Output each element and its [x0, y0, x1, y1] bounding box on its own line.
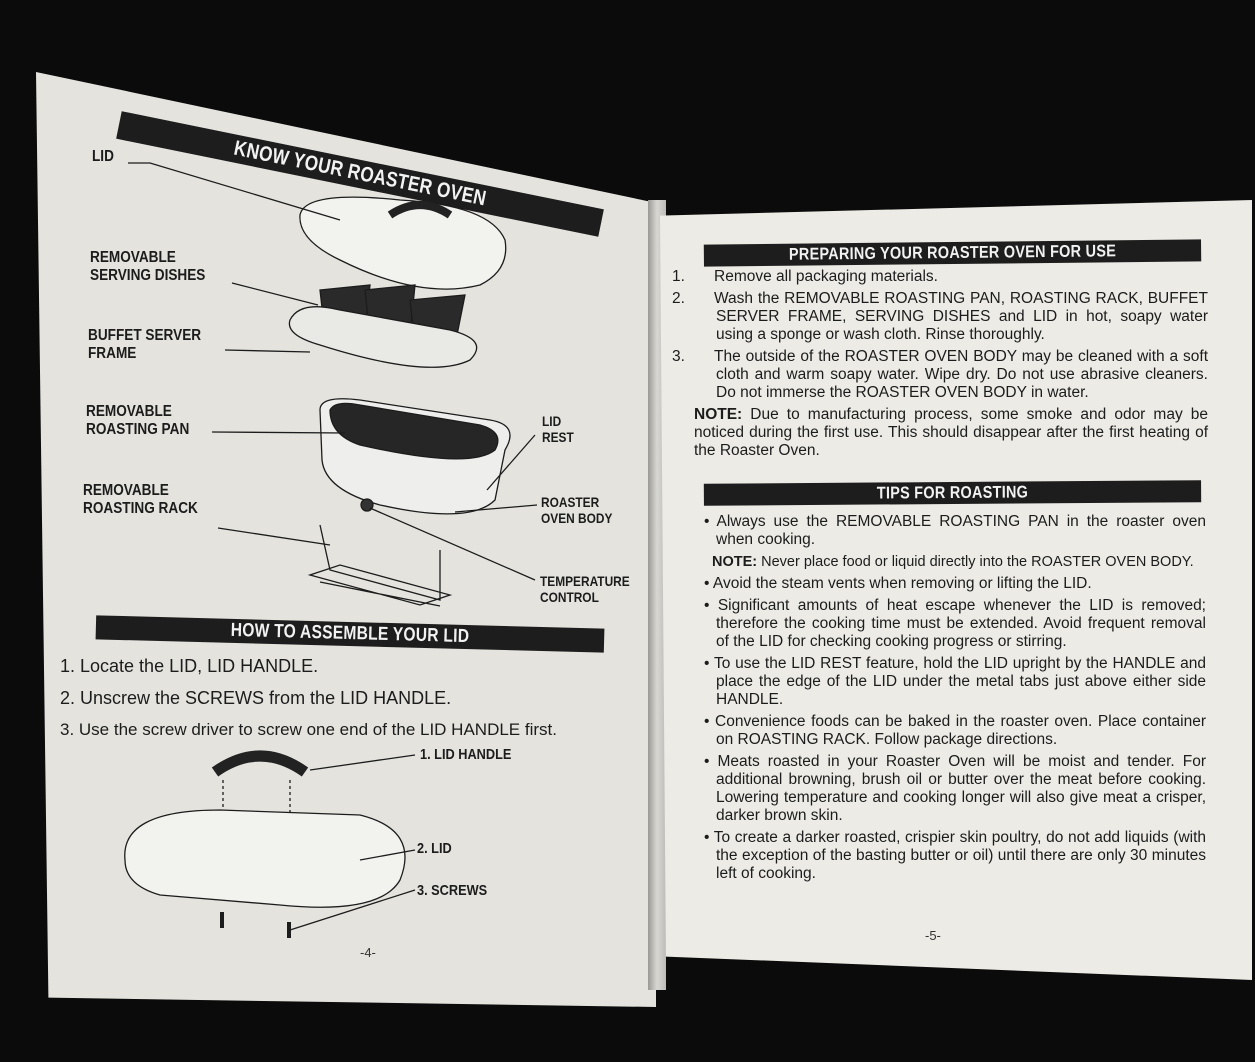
screw-drawing: [220, 912, 291, 938]
page-number-left: -4-: [360, 945, 376, 960]
assemble-step: 2. Unscrew the SCREWS from the LID HANDL…: [60, 688, 452, 708]
tip-item: • Avoid the steam vents when removing or…: [704, 575, 1092, 592]
lid-handle-drawing: [387, 201, 453, 219]
tip-item: • Convenience foods can be baked in the …: [704, 713, 1207, 748]
tips-title: TIPS FOR ROASTING: [703, 480, 1202, 506]
tips-section: • Always use the REMOVABLE ROASTING PAN …: [698, 513, 1206, 887]
preparing-section: 1.Remove all packaging materials. 2.Wash…: [672, 268, 1208, 459]
lid-drawing: [299, 196, 507, 290]
label-lid-handle: 1. LID HANDLE: [420, 746, 512, 763]
assemble-step: 3. Use the screw driver to screw one end…: [60, 720, 557, 739]
assembly-lid-drawing: [124, 809, 406, 908]
tip-note: NOTE: Never place food or liquid directl…: [712, 554, 1194, 570]
right-page: [660, 200, 1252, 980]
tip-item: • To use the LID REST feature, hold the …: [704, 655, 1207, 708]
prep-note: NOTE: Due to manufacturing process, some…: [694, 406, 1208, 459]
roasting-rack-drawing: [307, 524, 453, 607]
assembly-lid-handle-drawing: [211, 750, 309, 777]
prep-step: Wash the REMOVABLE ROASTING PAN, ROASTIN…: [714, 290, 1208, 343]
assemble-steps: 1. Locate the LID, LID HANDLE. 2. Unscre…: [60, 650, 620, 746]
label-lid: LID: [92, 148, 114, 165]
prep-step: Remove all packaging materials.: [714, 268, 938, 285]
label-screws: 3. SCREWS: [417, 882, 488, 899]
tip-item: • Always use the REMOVABLE ROASTING PAN …: [704, 513, 1206, 548]
roasting-pan-drawing: [329, 402, 499, 460]
assemble-step: 1. Locate the LID, LID HANDLE.: [60, 656, 319, 676]
tip-item: • Significant amounts of heat escape whe…: [704, 597, 1206, 650]
page-number-right: -5-: [925, 928, 941, 943]
buffet-frame-drawing: [288, 306, 478, 368]
prep-step: The outside of the ROASTER OVEN BODY may…: [714, 348, 1208, 401]
tip-item: • Meats roasted in your Roaster Oven wil…: [704, 753, 1207, 824]
tip-item: • To create a darker roasted, crispier s…: [704, 829, 1207, 882]
label-assembly-lid: 2. LID: [417, 840, 452, 857]
